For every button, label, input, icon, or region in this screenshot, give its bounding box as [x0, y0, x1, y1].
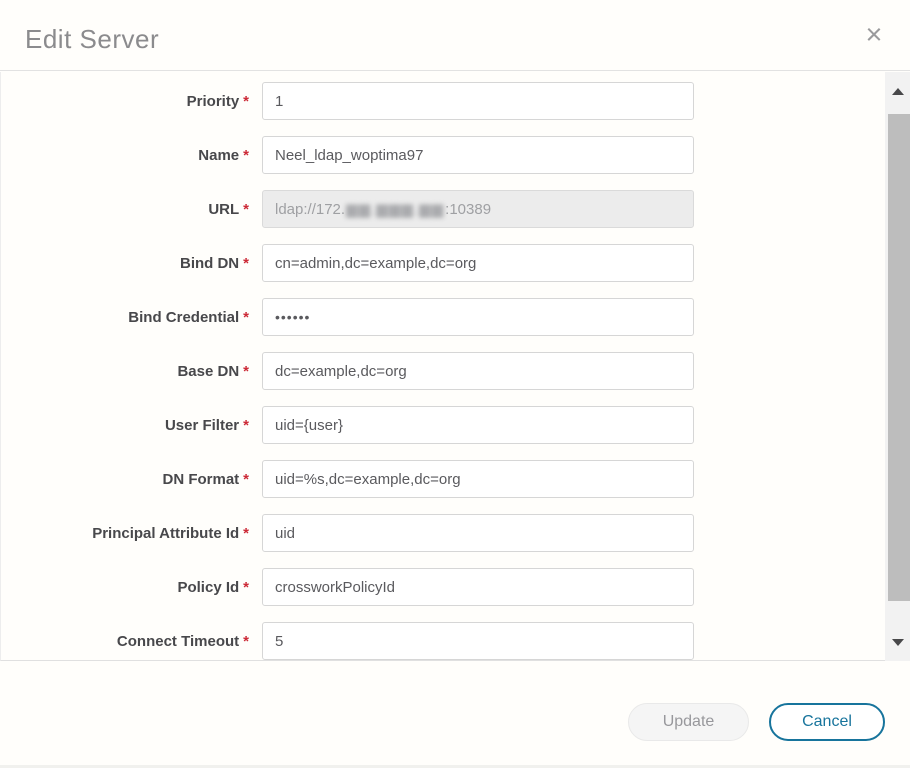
url-suffix: :10389	[445, 200, 492, 218]
field-label: URL*	[208, 200, 249, 218]
policy-id-input[interactable]	[262, 568, 694, 606]
required-asterisk: *	[243, 254, 249, 272]
connect-timeout-input[interactable]	[262, 622, 694, 660]
form-row-principal-attribute-id: Principal Attribute Id*	[1, 514, 910, 552]
required-asterisk: *	[243, 632, 249, 650]
principal-attribute-id-input[interactable]	[262, 514, 694, 552]
form-row-name: Name*	[1, 136, 910, 174]
dn-format-input[interactable]	[262, 460, 694, 498]
field-label: Policy Id*	[177, 578, 249, 596]
form-row-user-filter: User Filter*	[1, 406, 910, 444]
update-button[interactable]: Update	[628, 703, 749, 741]
scrollbar[interactable]	[885, 72, 910, 661]
required-asterisk: *	[243, 92, 249, 110]
bind-credential-input[interactable]	[262, 298, 694, 336]
arrow-up-icon	[891, 87, 904, 95]
form-scroll-area: Priority* Name* URL* ldap://172.▆▆.▆▆▆.▆…	[0, 72, 910, 661]
modal-header: Edit Server ×	[0, 0, 910, 71]
base-dn-input[interactable]	[262, 352, 694, 390]
modal-footer: Update Cancel	[0, 662, 910, 768]
url-redacted-segment: ▆▆.▆▆▆.▆▆	[346, 201, 445, 218]
bind-dn-input[interactable]	[262, 244, 694, 282]
form-row-dn-format: DN Format*	[1, 460, 910, 498]
scrollbar-down-button[interactable]	[885, 627, 910, 657]
form-row-bind-credential: Bind Credential*	[1, 298, 910, 336]
form-row-policy-id: Policy Id*	[1, 568, 910, 606]
field-label: Bind Credential*	[128, 308, 249, 326]
required-asterisk: *	[243, 200, 249, 218]
user-filter-input[interactable]	[262, 406, 694, 444]
field-label: User Filter*	[164, 416, 249, 434]
form-row-base-dn: Base DN*	[1, 352, 910, 390]
form-row-url: URL* ldap://172.▆▆.▆▆▆.▆▆:10389	[1, 190, 910, 228]
required-asterisk: *	[243, 146, 249, 164]
url-prefix: ldap://172.	[275, 200, 346, 218]
scrollbar-up-button[interactable]	[885, 76, 910, 106]
url-input: ldap://172.▆▆.▆▆▆.▆▆:10389	[262, 190, 694, 228]
field-label: Name*	[198, 146, 249, 164]
cancel-button[interactable]: Cancel	[769, 703, 885, 741]
required-asterisk: *	[243, 362, 249, 380]
field-label: Priority*	[186, 92, 249, 110]
form-row-priority: Priority*	[1, 82, 910, 120]
form-row-connect-timeout: Connect Timeout*	[1, 622, 910, 660]
field-label: Connect Timeout*	[116, 632, 249, 650]
field-label: Principal Attribute Id*	[92, 524, 249, 542]
modal-title: Edit Server	[25, 24, 160, 54]
field-label: DN Format*	[162, 470, 249, 488]
name-input[interactable]	[262, 136, 694, 174]
priority-input[interactable]	[262, 82, 694, 120]
required-asterisk: *	[243, 416, 249, 434]
required-asterisk: *	[243, 470, 249, 488]
required-asterisk: *	[243, 578, 249, 596]
required-asterisk: *	[243, 524, 249, 542]
required-asterisk: *	[243, 308, 249, 326]
field-label: Bind DN*	[179, 254, 249, 272]
field-label: Base DN*	[177, 362, 249, 380]
scrollbar-thumb[interactable]	[888, 114, 910, 601]
form-row-bind-dn: Bind DN*	[1, 244, 910, 282]
close-icon[interactable]: ×	[865, 19, 883, 51]
arrow-down-icon	[891, 638, 904, 646]
